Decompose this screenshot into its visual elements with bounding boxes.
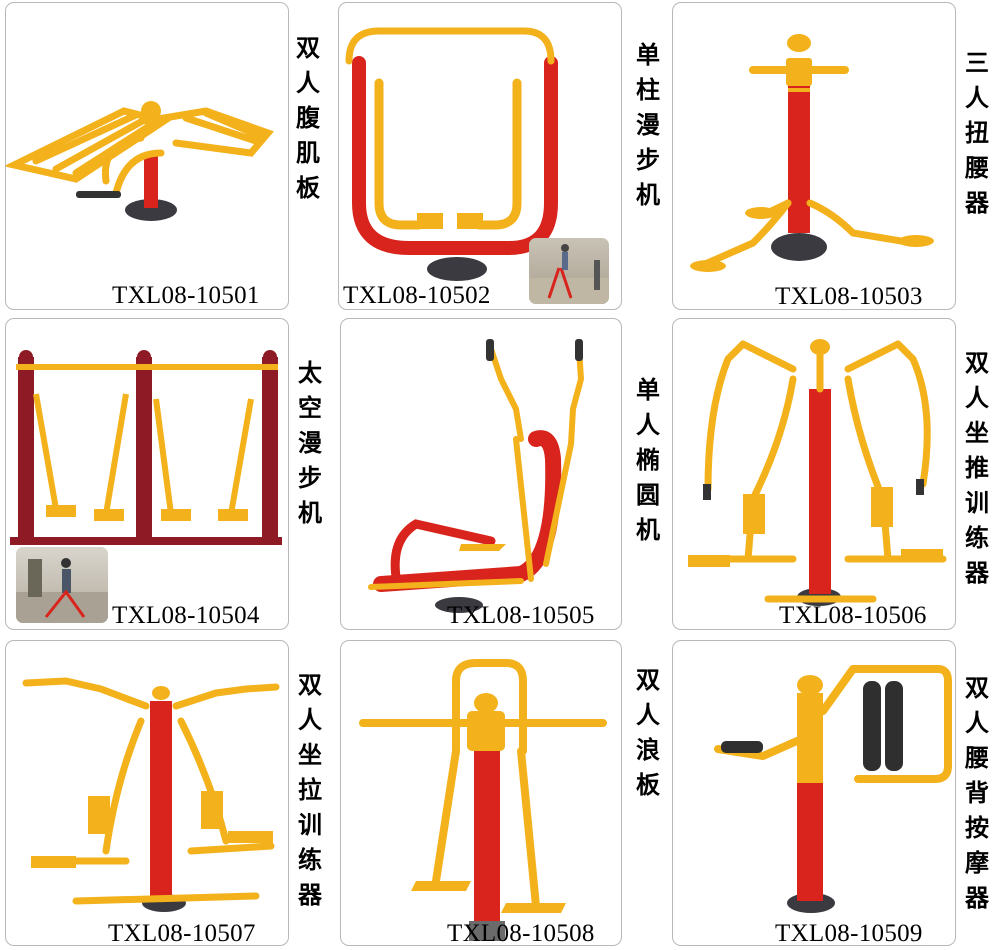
- product-card-10501[interactable]: TXL08-10501: [5, 2, 289, 310]
- product-card-10507[interactable]: TXL08-10507: [5, 640, 289, 946]
- product-image-three-person-waist-twister: [690, 34, 934, 272]
- product-card-10509[interactable]: TXL08-10509: [672, 640, 956, 946]
- product-card-10508[interactable]: TXL08-10508: [340, 640, 622, 946]
- usage-photo: [529, 238, 609, 304]
- product-name: 三人扭腰器: [965, 48, 989, 217]
- product-code: TXL08-10501: [112, 282, 260, 309]
- product-name: 太空漫步机: [298, 358, 322, 527]
- product-image-seated-chest-press: [688, 339, 947, 606]
- product-image-seated-pull-down: [22, 677, 280, 912]
- product-code: TXL08-10503: [775, 283, 923, 310]
- product-image-back-massager: [714, 665, 952, 913]
- product-image-sit-up-board: [6, 101, 274, 221]
- product-name: 双人腰背按摩器: [965, 673, 989, 912]
- product-code: TXL08-10505: [447, 602, 595, 629]
- product-name: 单人椭圆机: [636, 375, 660, 544]
- product-name: 单柱漫步机: [636, 40, 660, 209]
- product-image-double-swing-board: [359, 659, 607, 941]
- product-name: 双人腹肌板: [296, 33, 320, 202]
- product-card-10503[interactable]: TXL08-10503: [672, 2, 956, 310]
- product-card-10505[interactable]: TXL08-10505: [340, 318, 622, 630]
- product-card-10502[interactable]: TXL08-10502: [338, 2, 622, 310]
- product-code: TXL08-10509: [775, 920, 923, 946]
- product-name: 双人浪板: [636, 665, 660, 799]
- product-code: TXL08-10502: [343, 282, 491, 309]
- product-code: TXL08-10507: [108, 920, 256, 946]
- product-code: TXL08-10508: [447, 920, 595, 946]
- product-image-elliptical-machine: [368, 339, 585, 613]
- product-name: 双人坐推训练器: [965, 348, 989, 587]
- product-name: 双人坐拉训练器: [298, 670, 322, 909]
- product-card-10506[interactable]: TXL08-10506: [672, 318, 956, 630]
- product-image-space-walker: [10, 350, 282, 545]
- product-image-single-column-walker: [345, 27, 558, 281]
- product-card-10504[interactable]: TXL08-10504: [5, 318, 289, 630]
- product-code: TXL08-10504: [112, 602, 260, 629]
- usage-photo: [16, 547, 108, 623]
- product-code: TXL08-10506: [779, 602, 927, 629]
